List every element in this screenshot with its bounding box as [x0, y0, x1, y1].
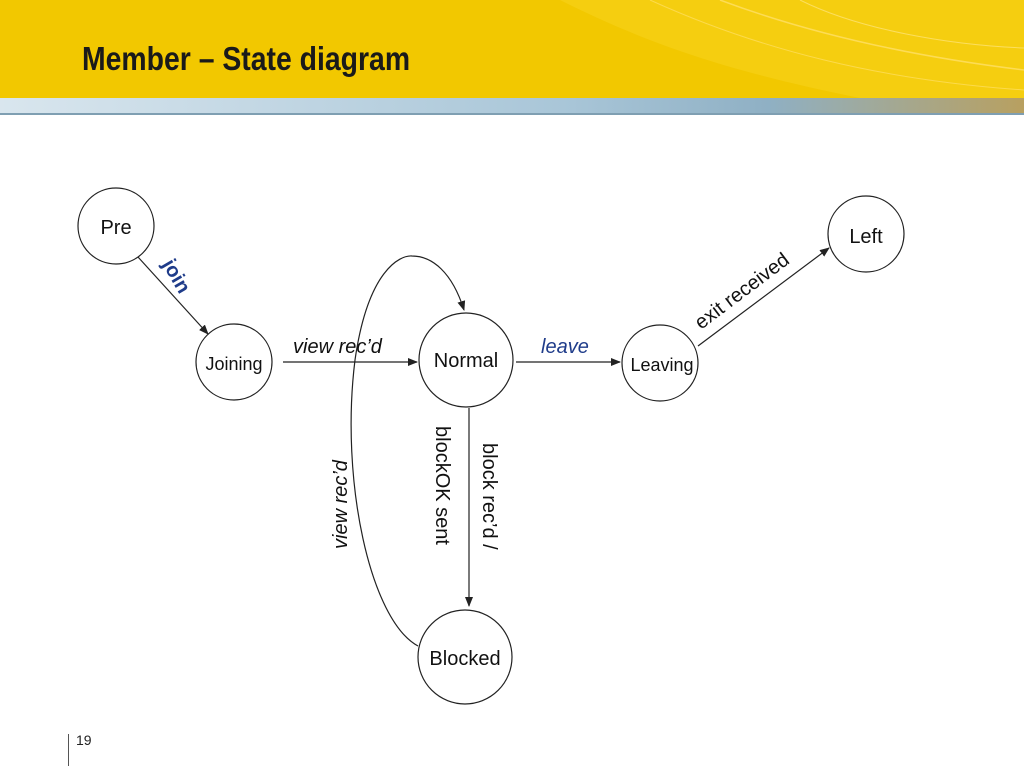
page-number: 19 — [76, 732, 92, 748]
state-leaving-circle — [621, 324, 699, 402]
label-leave: leave — [541, 336, 589, 358]
arrow-pre-to-joining — [137, 256, 209, 335]
arrow-blocked-to-normal — [350, 255, 466, 647]
page-title: Member – State diagram — [82, 40, 411, 77]
state-joining-circle — [195, 323, 273, 401]
state-left-label: Left — [849, 226, 883, 248]
state-blocked-label: Blocked — [429, 648, 500, 670]
state-left-circle — [827, 195, 905, 273]
label-blockok-sent: blockOK sent — [431, 426, 453, 545]
state-blocked: Blocked — [417, 609, 513, 705]
label-view-recd: view rec’d — [293, 336, 383, 358]
label-block-recd: block rec’d / — [478, 443, 500, 550]
state-pre: Pre — [77, 187, 155, 265]
arrow-leaving-to-left — [697, 247, 830, 347]
state-left: Left — [827, 195, 905, 273]
state-leaving: Leaving — [621, 324, 699, 402]
state-normal-label: Normal — [434, 350, 498, 372]
state-joining-label: Joining — [205, 354, 262, 374]
state-blocked-circle — [417, 609, 513, 705]
state-normal: Normal — [418, 312, 514, 408]
label-view-recd-back: view rec’d — [330, 459, 352, 549]
state-normal-circle — [418, 312, 514, 408]
footer-divider — [68, 734, 69, 766]
header-band — [0, 0, 1024, 115]
label-join: join — [157, 255, 194, 298]
state-pre-label: Pre — [100, 217, 131, 239]
state-leaving-label: Leaving — [630, 355, 693, 375]
label-exit-received: exit received — [691, 249, 794, 334]
state-pre-circle — [77, 187, 155, 265]
state-joining: Joining — [195, 323, 273, 401]
